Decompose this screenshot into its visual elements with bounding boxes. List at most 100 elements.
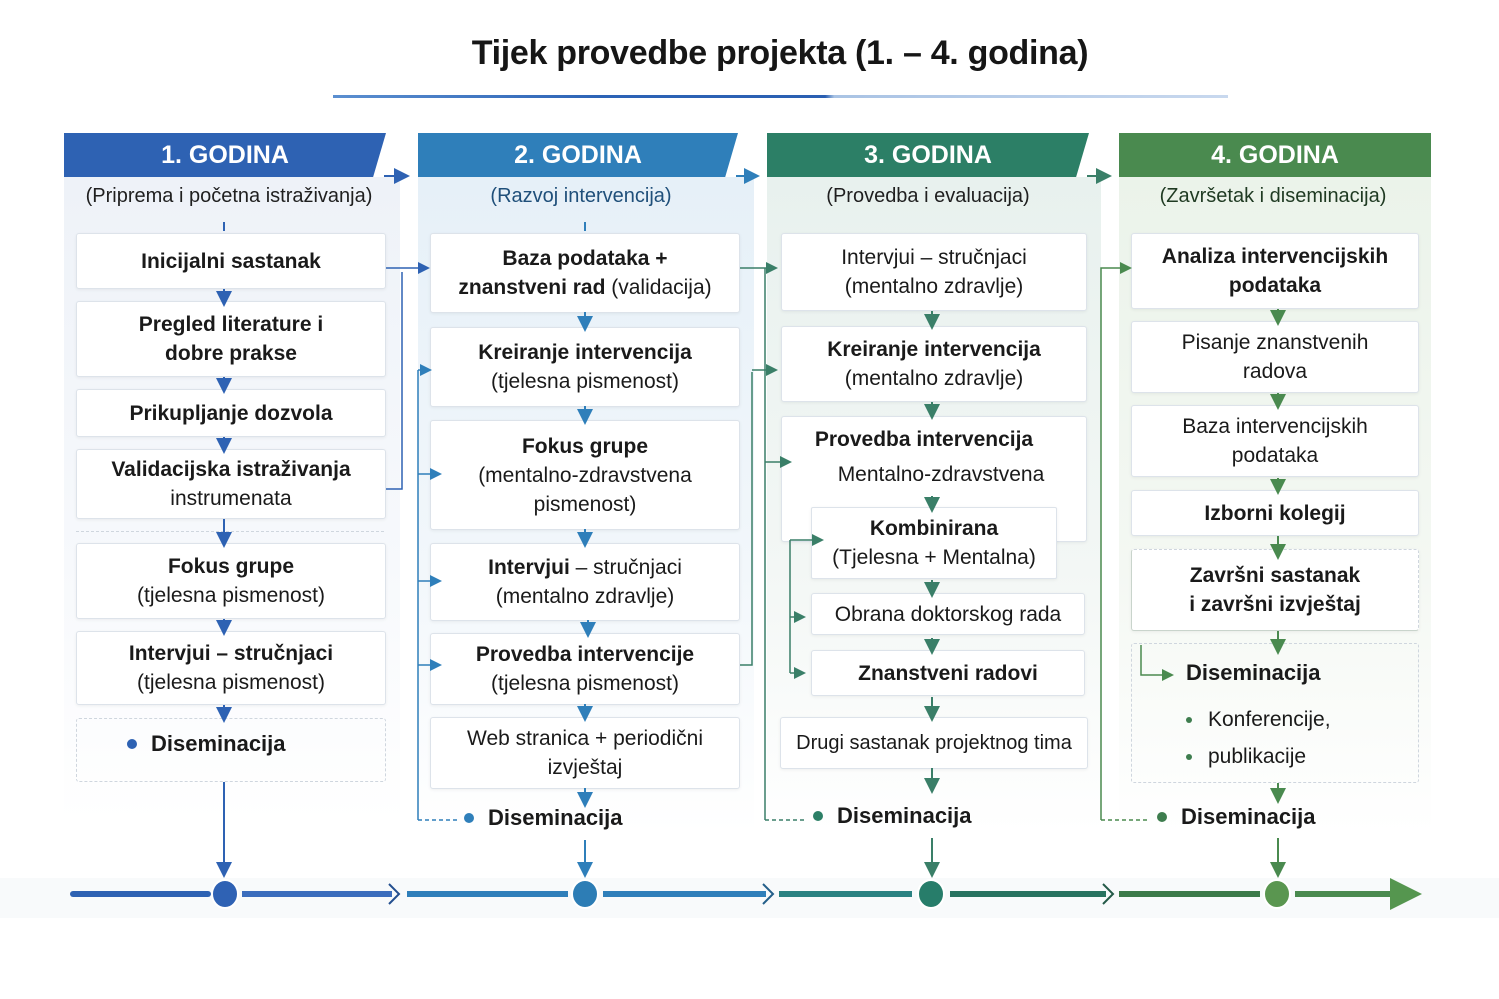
bullet-dot-icon: [464, 813, 474, 823]
milestone-marker-year-2: [571, 879, 599, 909]
step-box: Izborni kolegij: [1131, 490, 1419, 536]
dissemination-item: Diseminacija: [813, 803, 972, 829]
year-subtitle: (Priprema i početna istraživanja): [85, 185, 373, 207]
year-subtitle: (Završetak i diseminacija): [1159, 185, 1387, 207]
dissemination-label: Diseminacija: [1181, 804, 1316, 829]
bullet-dot-icon: [813, 811, 823, 821]
step-box: Intervjui – stručnjaci (tjelesna pismeno…: [76, 631, 386, 705]
step-title: Pregled literature i: [138, 313, 324, 336]
dissemination-item: Diseminacija: [127, 729, 286, 758]
step-detail: (tjelesna pismenost): [137, 584, 325, 607]
step-title: Intervjui – stručnjaci: [841, 246, 1027, 269]
step-title: Fokus grupe: [167, 555, 294, 578]
step-box: Drugi sastanak projektnog tima: [780, 717, 1088, 769]
timeline-end-arrow-icon: [1390, 878, 1422, 910]
step-title-cont: podataka: [1228, 274, 1322, 297]
step-title-cont: podataka: [1231, 444, 1319, 467]
year-header: 1. GODINA: [64, 133, 386, 177]
dashed-divider: [76, 531, 384, 532]
year-subtitle: (Provedba i evaluacija): [826, 185, 1030, 207]
dissemination-heading: Diseminacija: [1186, 658, 1321, 687]
step-title: Inicijalni sastanak: [141, 249, 321, 273]
year-column-3: 3. GODINA (Provedba i evaluacija) Interv…: [767, 133, 1101, 833]
step-detail-cont: pismenost): [533, 492, 637, 516]
step-detail: (mentalno zdravlje): [844, 275, 1024, 298]
page-title: Tijek provedbe projekta (1. – 4. godina): [471, 34, 1089, 72]
year-header: 3. GODINA: [767, 133, 1089, 177]
step-title-cont: znanstveni rad: [458, 276, 606, 299]
milestone-marker-year-3: [917, 879, 945, 909]
step-detail: (mentalno-zdravstvena: [478, 463, 692, 487]
step-title: Intervjui: [488, 556, 570, 579]
step-box: Intervjui – stručnjaci (mentalno zdravlj…: [781, 233, 1087, 311]
dissemination-label: Diseminacija: [151, 731, 286, 756]
step-detail: (validacija): [605, 276, 712, 299]
dissemination-list-item: publikacije: [1186, 742, 1306, 771]
step-box: Pregled literature i dobre prakse: [76, 301, 386, 377]
step-title-cont: – stručnjaci: [569, 556, 682, 579]
step-detail: (tjelesna pismenost): [491, 370, 679, 393]
step-title: Drugi sastanak projektnog tima: [796, 731, 1072, 754]
step-detail: (mentalno zdravlje): [495, 585, 675, 608]
step-box: Kombinirana (Tjelesna + Mentalna): [811, 507, 1057, 579]
dissemination-item: Diseminacija: [1157, 804, 1316, 830]
dissemination-heading-label: Diseminacija: [1186, 660, 1321, 685]
step-title: Provedba intervencije: [475, 643, 695, 666]
step-detail: (tjelesna pismenost): [137, 671, 325, 694]
step-box: Pisanje znanstvenih radova: [1131, 321, 1419, 393]
step-box: Provedba intervencije (tjelesna pismenos…: [430, 633, 740, 705]
milestone-marker-year-1: [211, 879, 239, 909]
step-title: Pisanje znanstvenih: [1181, 331, 1369, 354]
dissemination-box: Diseminacija Konferencije, publikacije: [1131, 643, 1419, 783]
step-box: Kreiranje intervencija (mentalno zdravlj…: [781, 326, 1087, 402]
step-detail: (tjelesna pismenost): [491, 672, 679, 695]
bullet-dot-icon: [1186, 753, 1192, 760]
year-column-4: 4. GODINA (Završetak i diseminacija) Ana…: [1119, 133, 1431, 833]
step-box: Prikupljanje dozvola: [76, 389, 386, 437]
step-detail: Mentalno-zdravstvena: [837, 463, 1045, 486]
step-detail: (Tjelesna + Mentalna): [832, 546, 1036, 569]
step-box: Baza intervencijskih podataka: [1131, 405, 1419, 477]
step-title: Analiza intervencijskih: [1161, 245, 1389, 268]
year-column-2: 2. GODINA (Razvoj intervencija) Baza pod…: [418, 133, 754, 833]
step-title: Kreiranje intervencija: [827, 338, 1041, 361]
step-box: Intervjui – stručnjaci (mentalno zdravlj…: [430, 543, 740, 621]
step-title: Provedba intervencija: [814, 428, 1034, 451]
step-title: Obrana doktorskog rada: [834, 602, 1062, 626]
step-detail: (mentalno zdravlje): [844, 367, 1024, 390]
step-title-cont: i završni izvještaj: [1189, 593, 1361, 616]
bullet-dot-icon: [1186, 716, 1192, 723]
step-title: Baza podataka +: [502, 247, 668, 270]
bullet-dot-icon: [1157, 812, 1167, 822]
dissemination-label: Diseminacija: [488, 805, 623, 830]
dissemination-list-item-label: Konferencije,: [1208, 708, 1331, 731]
year-header: 4. GODINA: [1119, 133, 1431, 177]
step-box: Fokus grupe (tjelesna pismenost): [76, 543, 386, 619]
dissemination-list-item: Konferencije,: [1186, 705, 1331, 734]
year-subtitle: (Razvoj intervencija): [490, 185, 672, 207]
step-title-cont: dobre prakse: [165, 342, 297, 365]
timeline-milestone-markers: [211, 879, 1291, 909]
dissemination-item: Diseminacija: [464, 805, 623, 831]
milestone-marker-year-4: [1263, 879, 1291, 909]
dissemination-label: Diseminacija: [837, 803, 972, 828]
step-box: Inicijalni sastanak: [76, 233, 386, 289]
step-title: Prikupljanje dozvola: [129, 401, 333, 425]
step-title: Kreiranje intervencija: [478, 341, 692, 364]
year-header: 2. GODINA: [418, 133, 738, 177]
step-title: Izborni kolegij: [1204, 501, 1346, 525]
step-title-cont: radova: [1242, 360, 1308, 383]
step-box: Kreiranje intervencija (tjelesna pismeno…: [430, 327, 740, 407]
step-box: Web stranica + periodični izvještaj: [430, 717, 740, 789]
step-title: Web stranica + periodični: [467, 727, 703, 750]
step-box: Analiza intervencijskih podataka: [1131, 233, 1419, 309]
step-box: Završni sastanak i završni izvještaj: [1131, 549, 1419, 631]
step-detail: instrumenata: [170, 487, 292, 510]
step-title: Završni sastanak: [1189, 564, 1361, 587]
dissemination-box: Diseminacija: [76, 718, 386, 782]
title-underline: [333, 95, 1228, 98]
step-title: Kombinirana: [869, 517, 999, 540]
step-title: Baza intervencijskih: [1182, 415, 1368, 438]
year-column-1: 1. GODINA (Priprema i početna istraživan…: [64, 133, 400, 823]
step-title: Intervjui – stručnjaci: [128, 642, 334, 665]
